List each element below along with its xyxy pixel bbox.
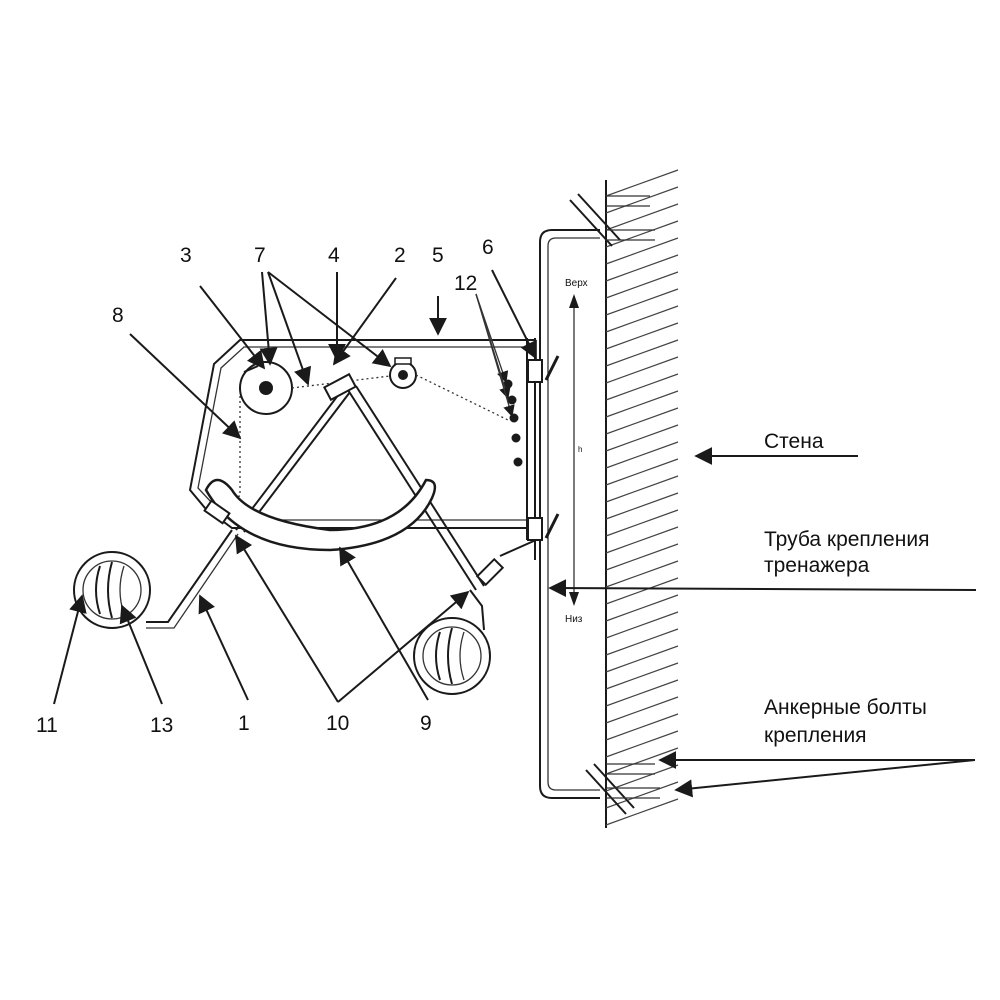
hatch-line [605, 662, 679, 690]
anchor-bolt-bottom [585, 763, 660, 815]
arrow-down-icon [569, 592, 579, 606]
hand-grip-right [413, 617, 491, 695]
label-2: 2 [394, 244, 406, 267]
label-7: 7 [254, 244, 266, 267]
hatch-line [605, 543, 679, 571]
support-rods [235, 372, 485, 591]
hatch-line [605, 730, 679, 758]
label-bolts-1: Анкерные болты [764, 696, 927, 719]
hatch-line [605, 288, 679, 316]
mounting-pipe-outer [539, 229, 600, 799]
label-height-mark: h [578, 445, 582, 454]
hatch-line [605, 186, 679, 214]
wall-hatching [605, 169, 679, 826]
anchor-bolt-top [569, 193, 655, 247]
label-pipe-2: тренажера [764, 554, 870, 577]
label-11: 11 [36, 714, 58, 737]
label-bottom: Низ [565, 614, 583, 625]
side-labels: Стена Труба крепления тренажера Анкерные… [764, 430, 929, 747]
arrow-up-icon [569, 294, 579, 308]
hatch-line [605, 169, 679, 197]
hatch-line [605, 560, 679, 588]
hatch-line [605, 220, 679, 248]
joint-connector [323, 372, 357, 402]
hatch-line [605, 424, 679, 452]
label-wall: Стена [764, 430, 824, 453]
hatch-line [605, 271, 679, 299]
hatch-line [605, 475, 679, 503]
pivot-right [475, 557, 505, 587]
hatch-line [605, 339, 679, 367]
height-indicator: Верх Низ h [565, 278, 588, 625]
label-9: 9 [420, 712, 432, 735]
hatch-line [605, 628, 679, 656]
hatch-line [605, 696, 679, 724]
leader-arrows [53, 269, 977, 798]
hatch-line [605, 356, 679, 384]
arm-left [146, 529, 233, 623]
hatch-line [605, 322, 679, 350]
label-1: 1 [238, 712, 250, 735]
hatch-line [605, 492, 679, 520]
hatch-line [605, 781, 679, 809]
hatch-line [605, 373, 679, 401]
hatch-line [605, 458, 679, 486]
hatch-line [605, 645, 679, 673]
hatch-line [605, 254, 679, 282]
wall [605, 169, 679, 828]
label-10: 10 [326, 712, 349, 735]
hatch-line [605, 526, 679, 554]
hatch-line [605, 305, 679, 333]
label-5: 5 [432, 244, 444, 267]
hatch-line [605, 390, 679, 418]
hatch-line [605, 509, 679, 537]
machine-frame [188, 338, 560, 560]
label-pipe-1: Труба крепления [764, 528, 929, 551]
hatch-line [605, 441, 679, 469]
hatch-line [605, 594, 679, 622]
curved-handle-bar [204, 478, 437, 552]
pipe-clamp-top [527, 359, 543, 383]
hatch-line [605, 237, 679, 265]
hatch-line [605, 798, 679, 826]
arm-right [469, 589, 485, 631]
hatch-line [605, 577, 679, 605]
frame-inner [197, 346, 530, 521]
label-bolts-2: крепления [764, 724, 867, 747]
label-13: 13 [150, 714, 173, 737]
frame-outer [188, 339, 535, 529]
hatch-line [605, 203, 679, 231]
label-3: 3 [180, 244, 192, 267]
label-12: 12 [454, 272, 477, 295]
part-numbers: 3 7 4 2 5 6 12 8 11 13 1 10 9 [36, 236, 494, 737]
label-4: 4 [328, 244, 340, 267]
hatch-line [605, 407, 679, 435]
pipe-clamp-bottom [527, 517, 543, 541]
pivot-left [203, 499, 231, 525]
label-top: Верх [565, 278, 588, 289]
hatch-line [605, 611, 679, 639]
mounting-pipe [539, 229, 600, 799]
hatch-line [605, 764, 679, 792]
label-8: 8 [112, 304, 124, 327]
hatch-line [605, 679, 679, 707]
label-6: 6 [482, 236, 494, 259]
mounting-pipe-inner [547, 237, 600, 791]
hatch-line [605, 713, 679, 741]
hand-grip-left [73, 551, 151, 629]
